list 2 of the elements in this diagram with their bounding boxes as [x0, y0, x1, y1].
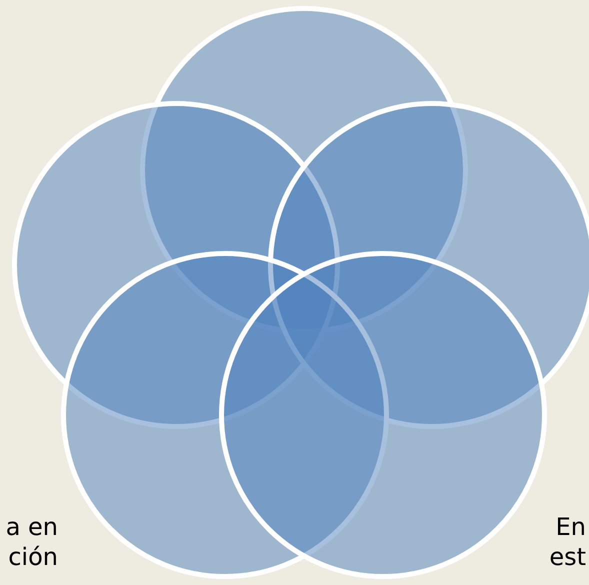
text-label: En est — [548, 512, 586, 572]
text-label: a en ción — [4, 512, 58, 572]
